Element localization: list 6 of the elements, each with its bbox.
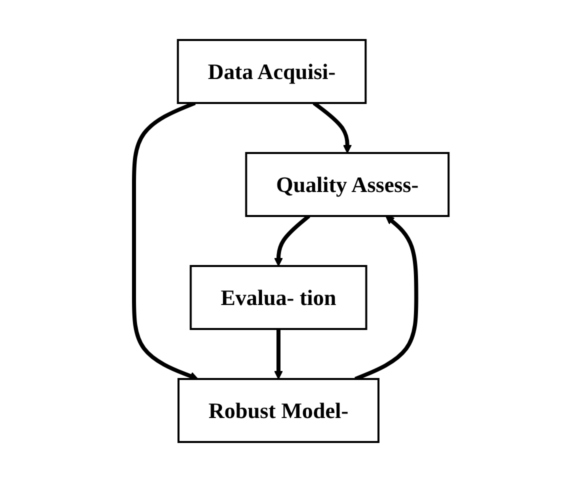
node-box: Data Acquisi-	[176, 38, 366, 104]
node-box: Robust Model-	[177, 378, 380, 442]
node-box: Quality Assess-	[244, 152, 450, 216]
arrow	[354, 215, 418, 380]
node-box: Evalua- tion	[189, 264, 367, 330]
arrow	[274, 328, 283, 379]
